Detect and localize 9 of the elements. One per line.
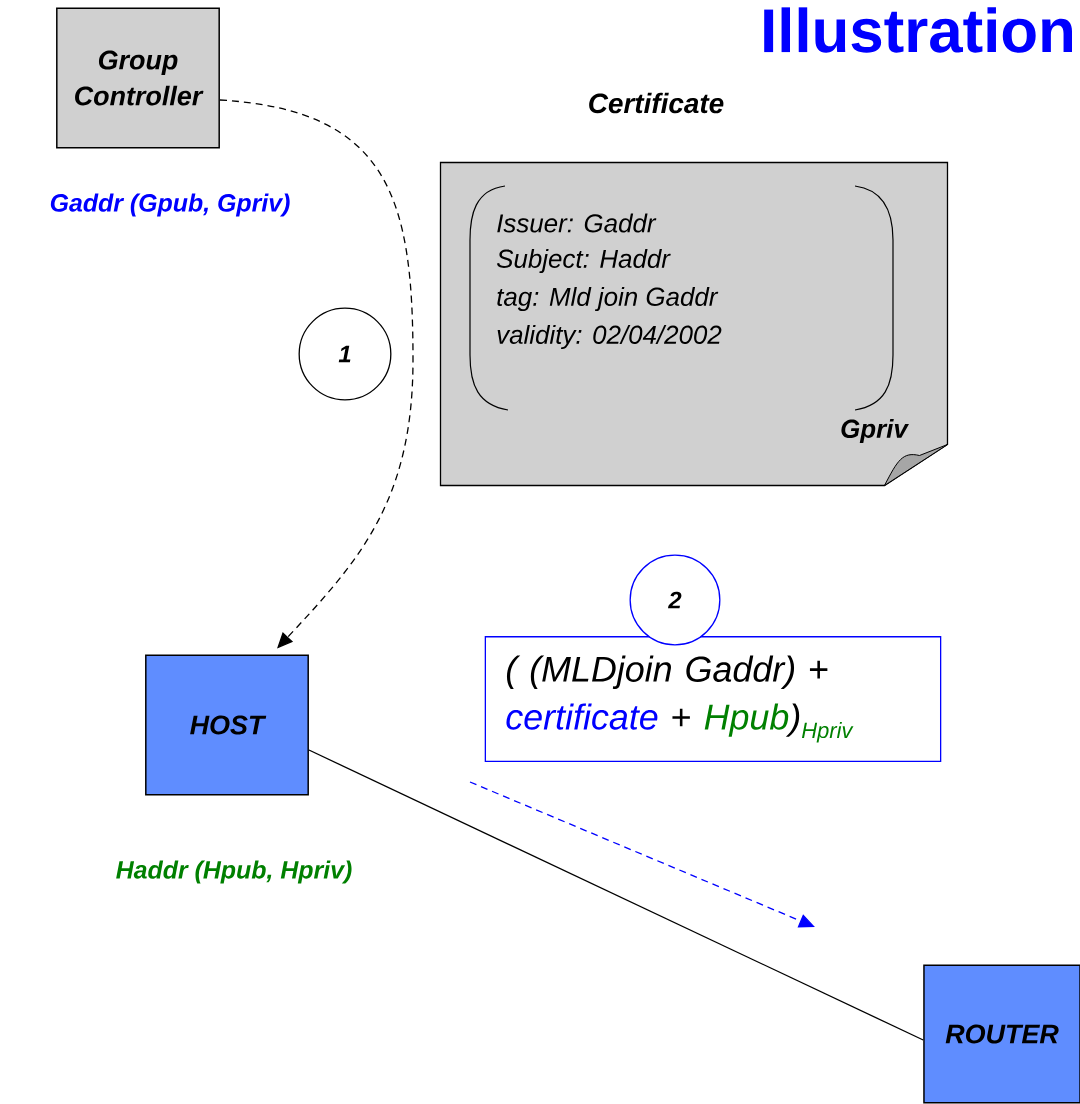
process-box: Group Controller <box>56 7 220 149</box>
title: Illustration <box>764 7 1072 53</box>
certificate-document: Certificate Issuer: Gaddr Subject: Haddr tag: Mld join Gaddr validity: 02/04/2002 Gpriv <box>439 92 949 487</box>
connector <box>308 749 924 1041</box>
node-label: Certificate <box>589 92 724 114</box>
address-label: Gaddr (Gpub, Gpriv) <box>50 193 290 217</box>
process-box: ROUTER <box>923 964 1080 1104</box>
address-label: Haddr (Hpub, Hpriv) <box>116 860 352 884</box>
process-box: HOST <box>145 654 309 796</box>
